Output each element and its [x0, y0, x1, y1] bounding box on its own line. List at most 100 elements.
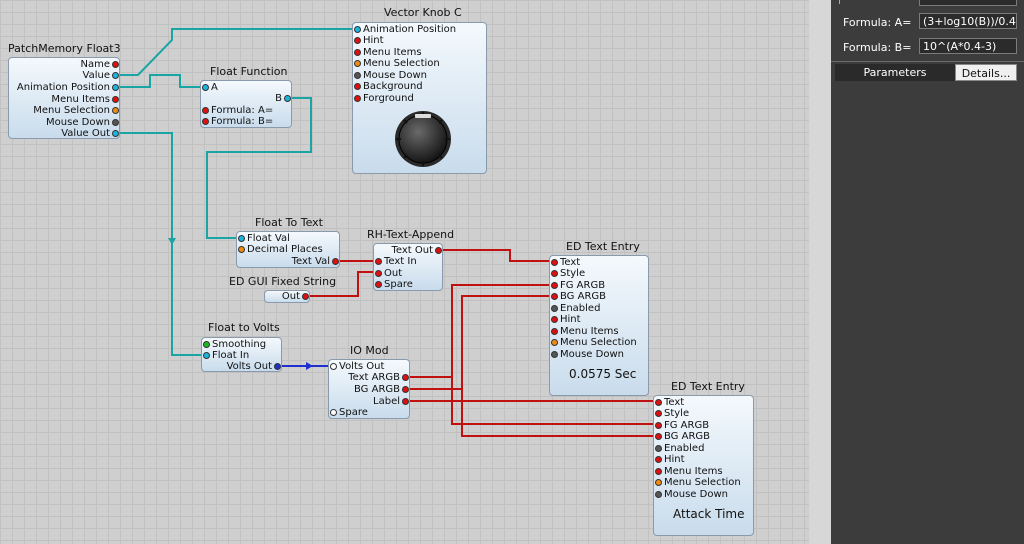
pin-menu-selection[interactable]: Menu Selection	[33, 105, 119, 116]
pin-dot[interactable]	[402, 398, 409, 405]
tab-parameters[interactable]: Parameters	[835, 64, 955, 81]
pin-dot[interactable]	[354, 37, 361, 44]
pin-forground[interactable]: Forground	[354, 93, 414, 104]
pin-dot[interactable]	[202, 107, 209, 114]
pin-dot[interactable]	[238, 246, 245, 253]
pin-bg-argb[interactable]: BG ARGB	[655, 431, 710, 442]
pin-dot[interactable]	[655, 410, 662, 417]
pin-dot[interactable]	[112, 72, 119, 79]
pin-dot[interactable]	[354, 83, 361, 90]
pin-dot[interactable]	[655, 479, 662, 486]
module-ed-text-entry-1[interactable]: Text Style FG ARGB BG ARGB Enabled Hint …	[549, 255, 649, 396]
pin-hint[interactable]: Hint	[354, 35, 384, 46]
module-float-to-text[interactable]: Float Val Decimal Places Text Val	[236, 231, 340, 268]
panel-field-partial[interactable]	[919, 0, 1017, 6]
pin-float-in[interactable]: Float In	[203, 350, 249, 361]
pin-volts-out[interactable]: Volts Out	[227, 361, 281, 372]
pin-value[interactable]: Value	[83, 70, 119, 81]
pin-fg-argb[interactable]: FG ARGB	[551, 280, 605, 291]
pin-dot[interactable]	[112, 130, 119, 137]
pin-menu-selection[interactable]: Menu Selection	[551, 337, 637, 348]
pin-dot[interactable]	[354, 72, 361, 79]
pin-text-val[interactable]: Text Val	[292, 256, 339, 267]
pin-dot[interactable]	[354, 60, 361, 67]
pin-dot[interactable]	[332, 258, 339, 265]
pin-text[interactable]: Text	[655, 397, 684, 408]
pin-dot[interactable]	[551, 339, 558, 346]
pin-dot[interactable]	[112, 107, 119, 114]
pin-fg-argb[interactable]: FG ARGB	[655, 420, 709, 431]
pin-a[interactable]: A	[202, 82, 218, 93]
pin-dot[interactable]	[375, 281, 382, 288]
pin-dot[interactable]	[402, 386, 409, 393]
pin-dot[interactable]	[202, 84, 209, 91]
formula-a-field[interactable]: (3+log10(B))/0.4	[919, 13, 1017, 29]
pin-label[interactable]: Label	[373, 396, 409, 407]
text-entry-value[interactable]: 0.0575 Sec	[569, 367, 637, 381]
pin-enabled[interactable]: Enabled	[551, 303, 600, 314]
pin-animation-position[interactable]: Animation Position	[17, 82, 119, 93]
pin-b[interactable]: B	[275, 93, 291, 104]
pin-mouse-down[interactable]: Mouse Down	[46, 117, 119, 128]
pin-dot[interactable]	[354, 95, 361, 102]
pin-dot[interactable]	[655, 433, 662, 440]
pin-dot[interactable]	[655, 456, 662, 463]
pin-menu-selection[interactable]: Menu Selection	[655, 477, 741, 488]
pin-menu-selection[interactable]: Menu Selection	[354, 58, 440, 69]
pin-dot[interactable]	[655, 422, 662, 429]
scrollbar-track[interactable]	[809, 0, 831, 544]
formula-b-field[interactable]: 10^(A*0.4-3)	[919, 38, 1017, 54]
pin-dot[interactable]	[330, 363, 337, 370]
module-rh-text-append[interactable]: Text Out Text In Out Spare	[373, 243, 443, 291]
pin-dot[interactable]	[202, 118, 209, 125]
module-ed-text-entry-2[interactable]: Text Style FG ARGB BG ARGB Enabled Hint …	[653, 395, 754, 536]
pin-dot[interactable]	[112, 84, 119, 91]
pin-text[interactable]: Text	[551, 257, 580, 268]
pin-dot[interactable]	[330, 409, 337, 416]
pin-dot[interactable]	[238, 235, 245, 242]
pin-dot[interactable]	[203, 341, 210, 348]
pin-value-out[interactable]: Value Out	[61, 128, 119, 139]
pin-dot[interactable]	[274, 363, 281, 370]
pin-bg-argb[interactable]: BG ARGB	[354, 384, 409, 395]
pin-float-val[interactable]: Float Val	[238, 233, 290, 244]
pin-out[interactable]: Out	[282, 291, 309, 302]
pin-dot[interactable]	[551, 316, 558, 323]
pin-dot[interactable]	[375, 258, 382, 265]
pin-dot[interactable]	[284, 95, 291, 102]
pin-out[interactable]: Out	[375, 268, 402, 279]
pin-dot[interactable]	[112, 119, 119, 126]
pin-menu-items[interactable]: Menu Items	[51, 94, 119, 105]
pin-formula-b[interactable]: Formula: B=	[202, 116, 273, 127]
pin-dot[interactable]	[655, 491, 662, 498]
pin-dot[interactable]	[375, 270, 382, 277]
pin-mouse-down[interactable]: Mouse Down	[551, 349, 624, 360]
pin-dot[interactable]	[551, 270, 558, 277]
pin-spare[interactable]: Spare	[330, 407, 368, 418]
text-entry-value[interactable]: Attack Time	[673, 507, 745, 521]
pin-background[interactable]: Background	[354, 81, 423, 92]
module-io-mod[interactable]: Volts Out Text ARGB BG ARGB Label Spare	[328, 359, 410, 419]
pin-dot[interactable]	[655, 399, 662, 406]
pin-bg-argb[interactable]: BG ARGB	[551, 291, 606, 302]
module-ed-gui-fixed[interactable]: Out	[264, 290, 310, 303]
pin-dot[interactable]	[551, 328, 558, 335]
pin-dot[interactable]	[655, 468, 662, 475]
module-float-to-volts[interactable]: Smoothing Float In Volts Out	[201, 337, 282, 372]
pin-text-out[interactable]: Text Out	[391, 245, 442, 256]
pin-style[interactable]: Style	[655, 408, 689, 419]
pin-menu-items[interactable]: Menu Items	[551, 326, 619, 337]
pin-dot[interactable]	[112, 61, 119, 68]
pin-dot[interactable]	[302, 293, 309, 300]
pin-spare[interactable]: Spare	[375, 279, 413, 290]
pin-dot[interactable]	[551, 293, 558, 300]
pin-text-argb[interactable]: Text ARGB	[348, 372, 409, 383]
pin-style[interactable]: Style	[551, 268, 585, 279]
module-vector-knob[interactable]: Animation Position Hint Menu Items Menu …	[352, 22, 487, 174]
pin-dot[interactable]	[112, 96, 119, 103]
pin-volts-out[interactable]: Volts Out	[330, 361, 384, 372]
pin-formula-a[interactable]: Formula: A=	[202, 105, 273, 116]
pin-dot[interactable]	[203, 352, 210, 359]
patch-canvas[interactable]: PatchMemory Float3 Name Value Animation …	[0, 0, 809, 544]
pin-smoothing[interactable]: Smoothing	[203, 339, 266, 350]
